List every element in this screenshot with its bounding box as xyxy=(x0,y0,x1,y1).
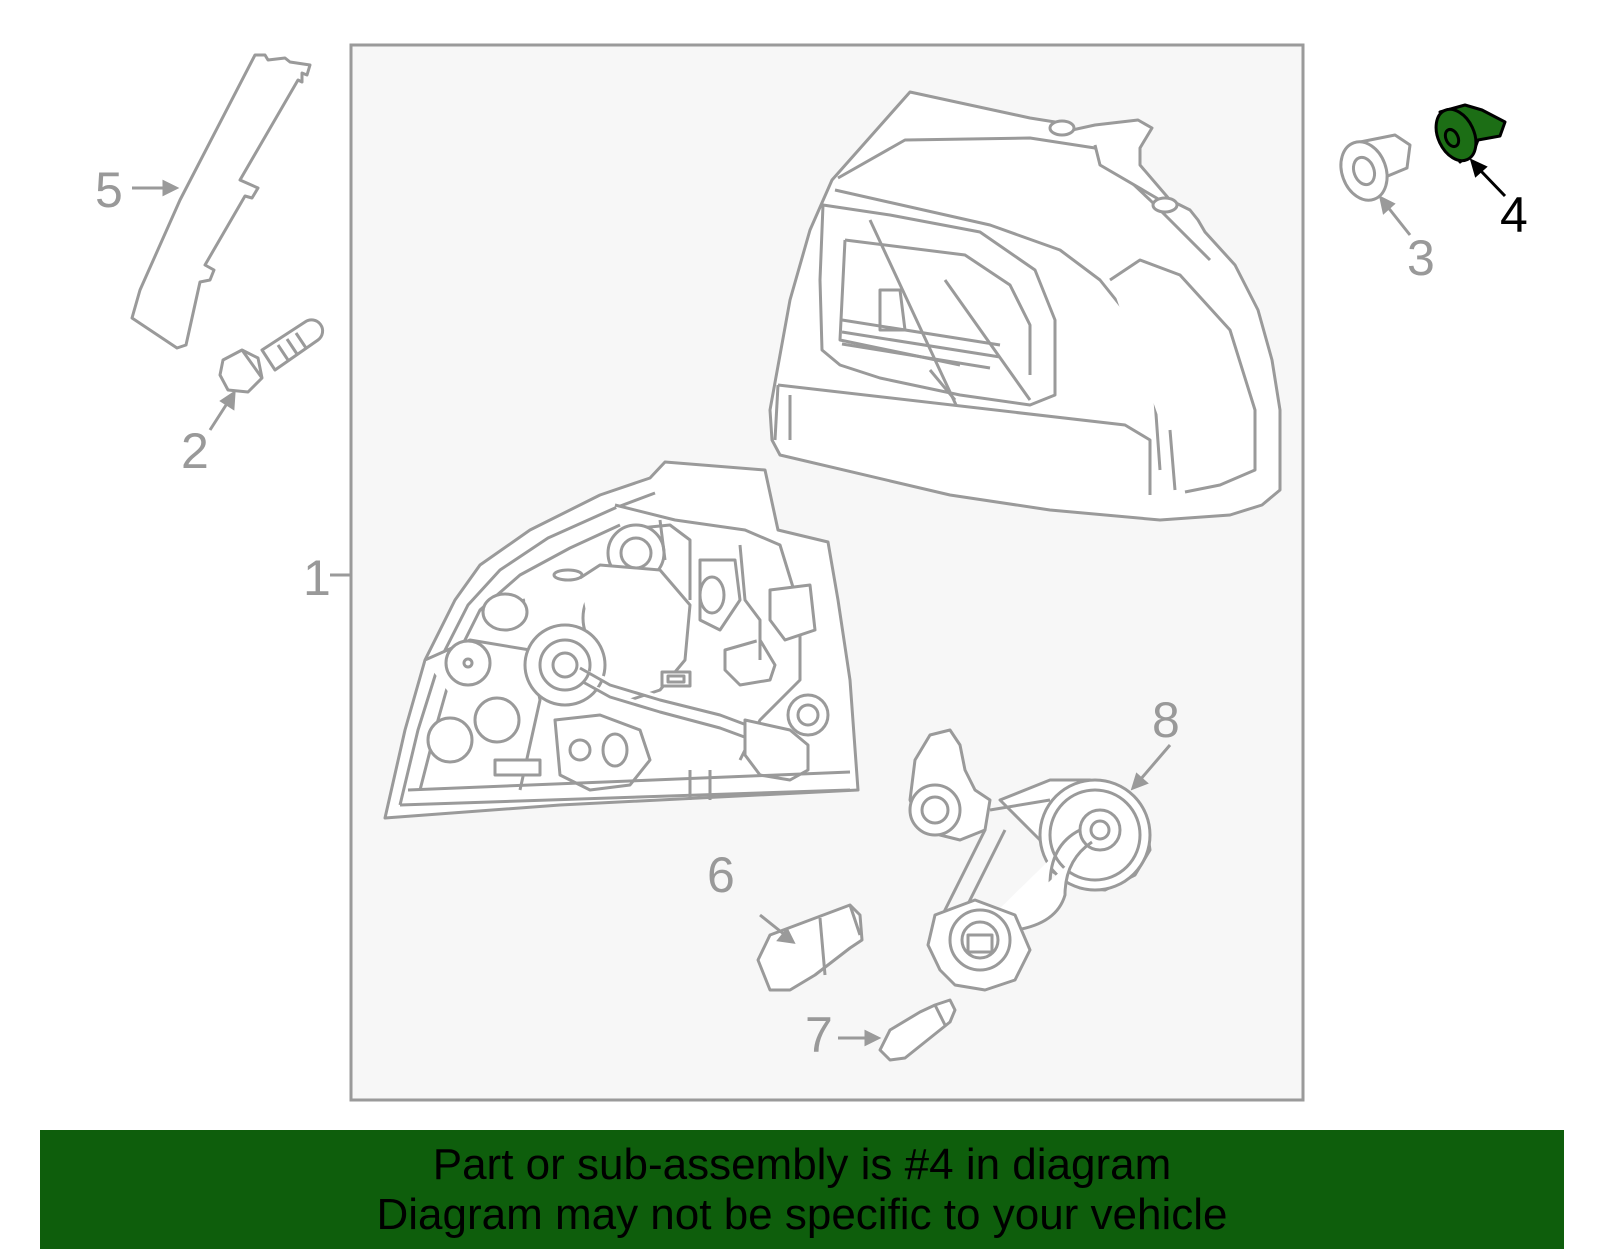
callout-2: 2 xyxy=(181,423,209,479)
part-6-bulb xyxy=(756,903,864,992)
part-1-lens-housing xyxy=(768,90,1282,522)
part-8-socket-harness xyxy=(908,728,1152,992)
leader-line-4 xyxy=(1469,158,1507,198)
parts-diagram xyxy=(130,43,1507,1102)
banner-line-1: Part or sub-assembly is #4 in diagram xyxy=(432,1139,1172,1189)
callout-4: 4 xyxy=(1500,187,1528,243)
callout-6: 6 xyxy=(707,847,735,903)
part-4-nut xyxy=(1434,103,1507,164)
info-banner: Part or sub-assembly is #4 in diagram Di… xyxy=(40,1130,1564,1249)
part-5-trim-strip xyxy=(130,53,312,350)
part-7-bulb xyxy=(878,998,957,1062)
leader-lines xyxy=(132,179,1412,1047)
part-3-clip xyxy=(1339,133,1412,202)
callout-8: 8 xyxy=(1152,692,1180,748)
callout-1: 1 xyxy=(303,550,331,606)
callout-3: 3 xyxy=(1407,230,1435,286)
part-1-rear-housing xyxy=(383,460,860,820)
banner-line-2: Diagram may not be specific to your vehi… xyxy=(376,1189,1228,1239)
callout-7: 7 xyxy=(805,1007,833,1063)
callout-5: 5 xyxy=(95,162,123,218)
part-2-bolt xyxy=(218,318,325,394)
